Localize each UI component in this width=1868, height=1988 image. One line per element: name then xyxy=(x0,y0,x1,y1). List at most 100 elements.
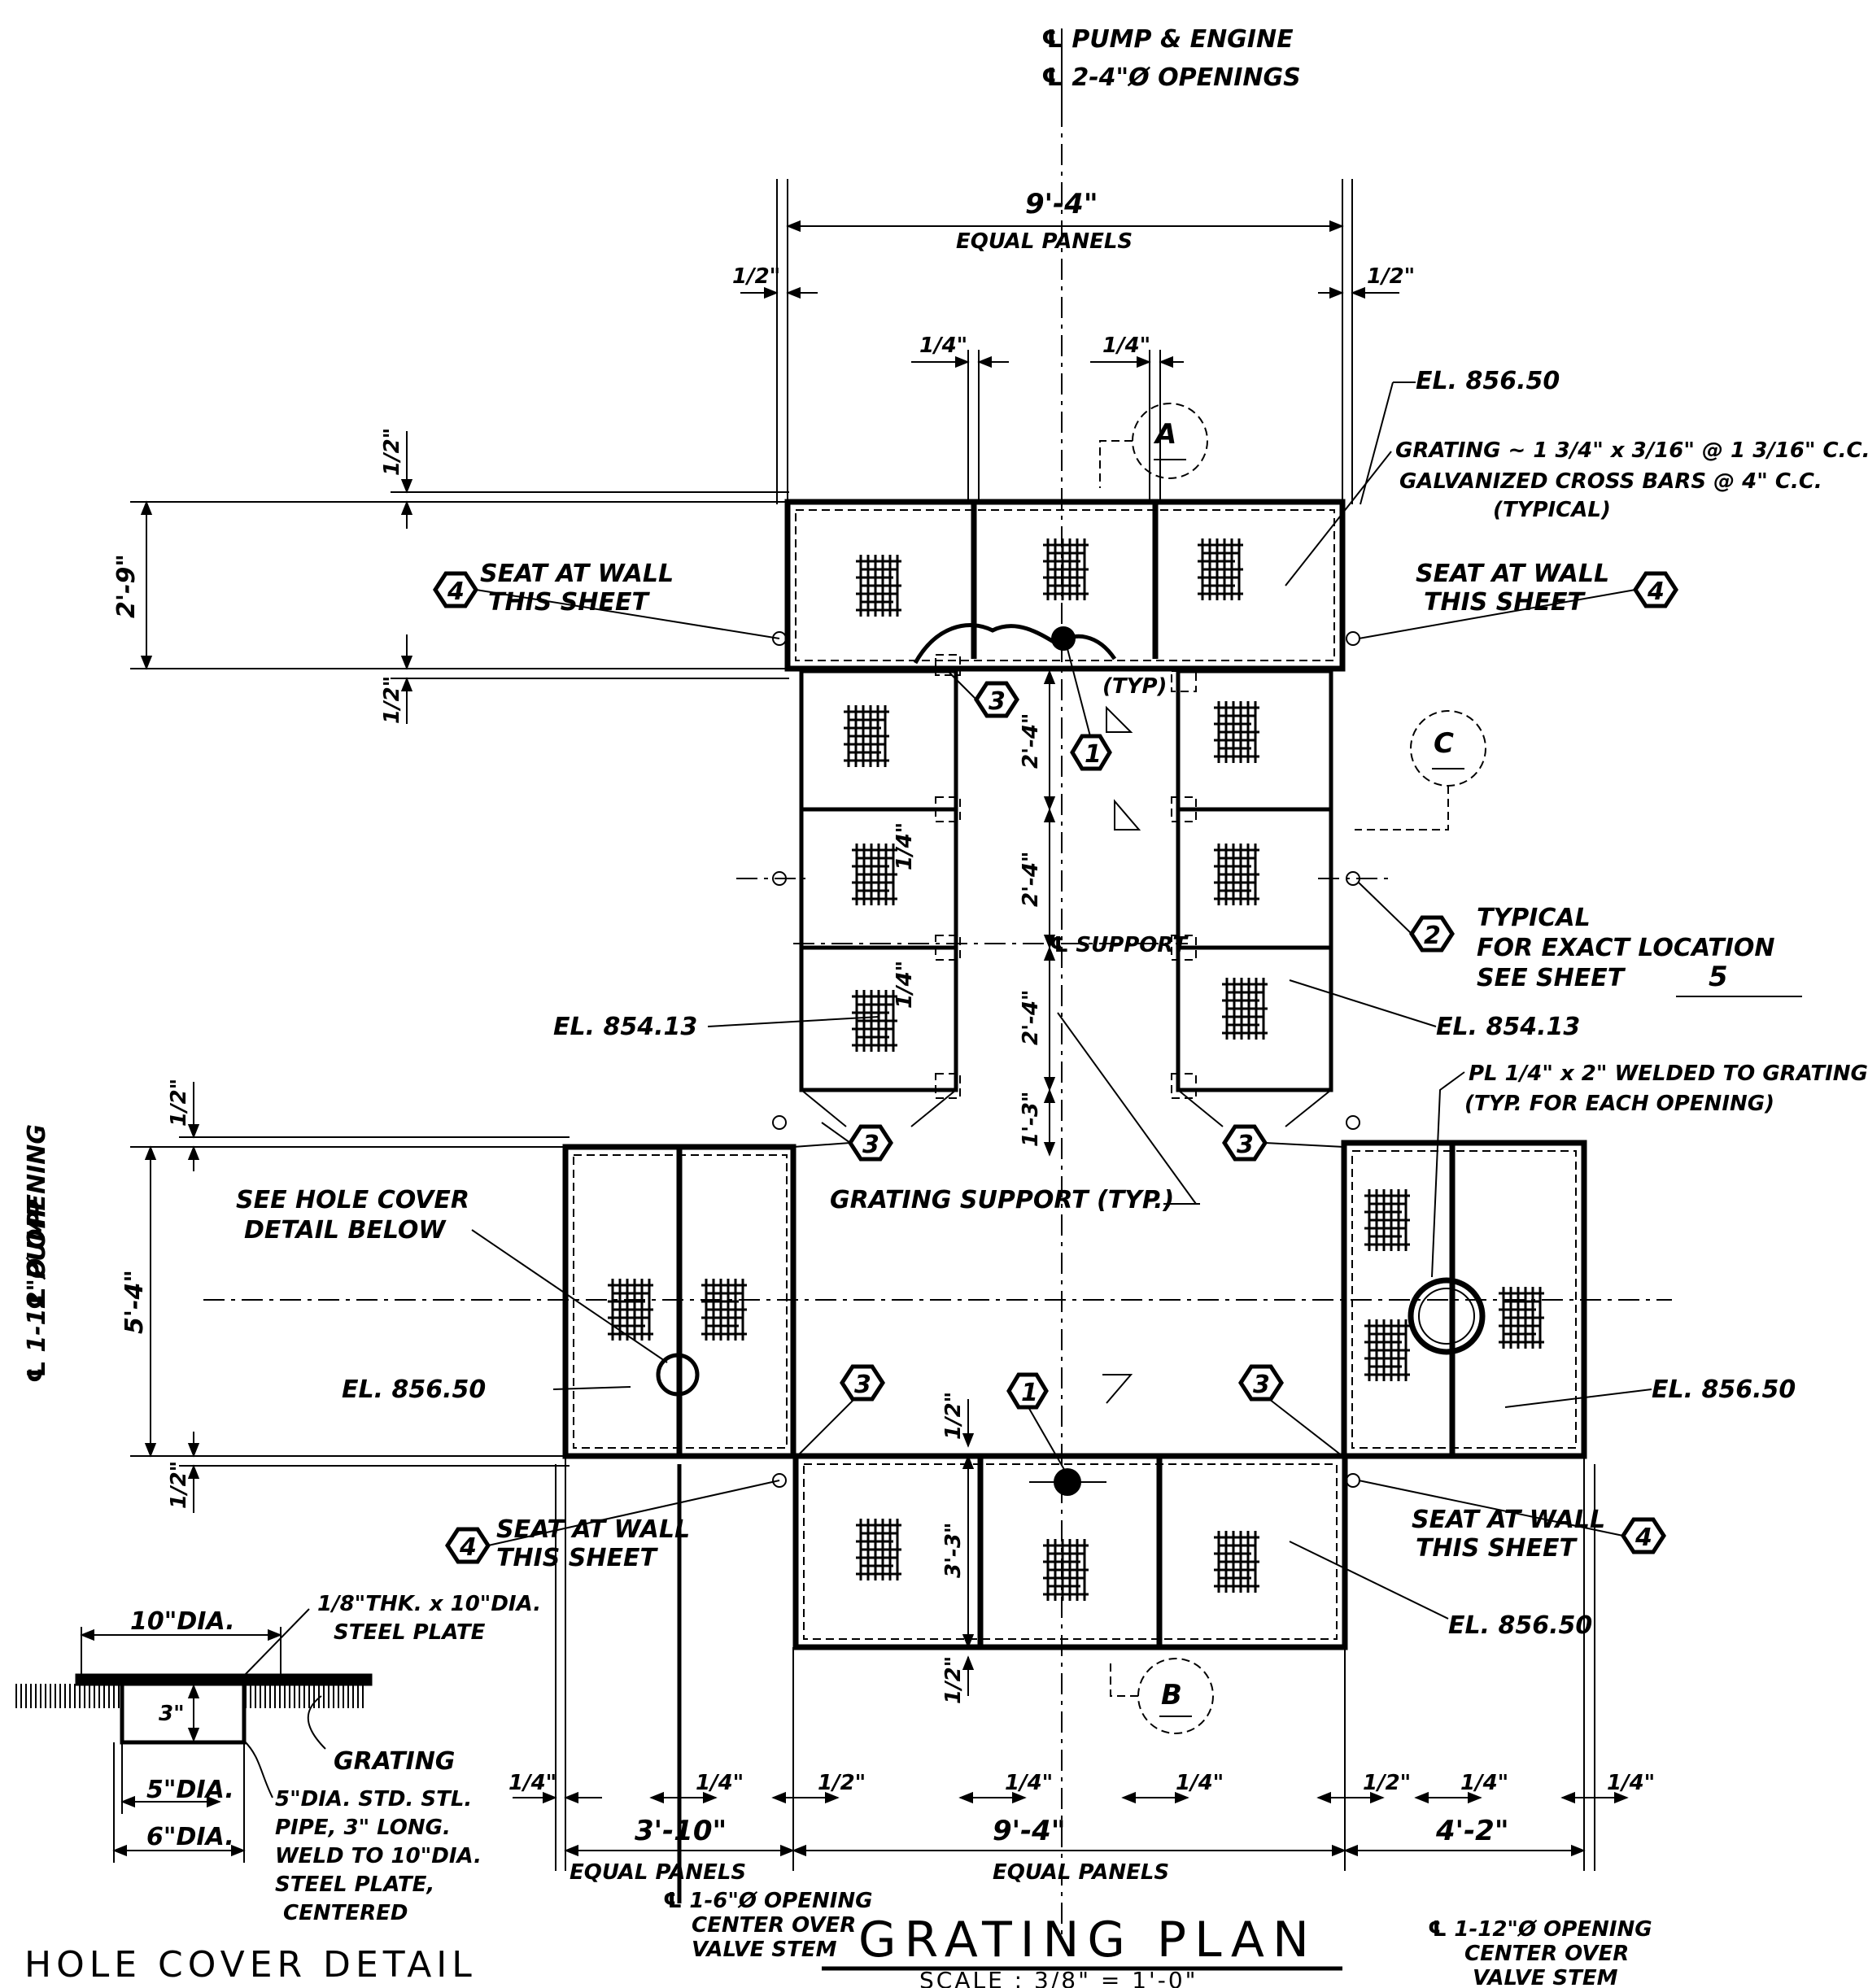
bottom-panel xyxy=(677,1453,1348,1903)
note-hole-2: DETAIL BELOW xyxy=(244,1216,447,1245)
detail-grating-hatch xyxy=(15,1684,364,1708)
support-seat-7 xyxy=(1171,935,1197,961)
right-panel xyxy=(1341,1140,1587,1459)
note-seat-tr-1: SEAT AT WALL xyxy=(1416,560,1609,588)
callout-3-d xyxy=(840,1364,885,1402)
dim-left-half-b-text: 1/2" xyxy=(167,1461,191,1509)
wall-seat-cr xyxy=(1346,1115,1360,1130)
broken-edge xyxy=(913,623,1117,665)
grating-hatch-mark xyxy=(856,1519,901,1580)
wall-seat-tr xyxy=(1346,631,1360,646)
note-el-mid-l: EL. 854.13 xyxy=(553,1013,697,1041)
leader-el-mid-l xyxy=(707,1016,879,1027)
dim-col-3-text: 2'-4" xyxy=(1019,990,1043,1045)
dim-bot-q8-text: 1/4" xyxy=(1607,1771,1655,1795)
dim-bot-q3-text: 1/2" xyxy=(818,1771,866,1795)
leader-plate-note xyxy=(243,1608,310,1676)
note-valve12-3: VALVE STEM xyxy=(1473,1966,1618,1988)
dim-bot-mid-text: 9'-4" xyxy=(993,1815,1066,1847)
dim-left-half-a-text: 1/2" xyxy=(167,1079,191,1127)
detail-inner-dia: 5"DIA. xyxy=(146,1776,234,1804)
callout-1-a-text: 1 xyxy=(1085,740,1102,769)
detail-pipe-4: STEEL PLATE, xyxy=(275,1872,434,1897)
wall-seat-ml xyxy=(772,871,787,886)
typ-label: (TYP) xyxy=(1102,674,1167,699)
support-seat-3 xyxy=(935,935,961,961)
hole-cover-left xyxy=(656,1353,700,1397)
detail-title: HOLE COVER DETAIL xyxy=(24,1944,477,1986)
section-c-leader xyxy=(1355,786,1449,831)
dim-bottom-half-b-text: 1/2" xyxy=(941,1656,966,1704)
dim-bot-q6-text: 1/2" xyxy=(1363,1771,1411,1795)
dim-bot-q7-text: 1/4" xyxy=(1460,1771,1508,1795)
dim-col-4-text: 1'-3" xyxy=(1019,1092,1043,1147)
callout-2-text: 2 xyxy=(1424,922,1441,950)
wall-seat-bl xyxy=(772,1473,787,1488)
note-plate-1: PL 1/4" x 2" WELDED TO GRATING xyxy=(1469,1062,1868,1086)
support-label: ℄ SUPPORT xyxy=(1050,933,1189,957)
section-a-label: A xyxy=(1153,418,1176,451)
support-seat-1 xyxy=(935,654,961,676)
note-seat-br-2: THIS SHEET xyxy=(1416,1534,1578,1563)
note-el-top: EL. 856.50 xyxy=(1416,367,1560,395)
section-flag-2 xyxy=(1114,799,1141,831)
grating-hatch-mark xyxy=(1364,1319,1410,1381)
dim-col-2-text: 2'-4" xyxy=(1019,852,1043,907)
callout-4-bl-text: 4 xyxy=(459,1533,477,1562)
support-seat-4 xyxy=(935,1073,961,1099)
callout-2 xyxy=(1409,915,1455,953)
leader-grating xyxy=(1285,451,1392,586)
grating-hatch-mark xyxy=(1043,538,1089,600)
note-typical-1: TYPICAL xyxy=(1477,904,1591,932)
middle-columns xyxy=(799,654,1333,1205)
leader-3a xyxy=(947,670,977,700)
dim-col-quarter-a: 1/4" xyxy=(893,822,917,870)
callout-4-br xyxy=(1621,1517,1666,1554)
note-typical-3: SEE SHEET xyxy=(1477,964,1626,992)
top-panel-outline xyxy=(784,499,1346,672)
leader-3e xyxy=(1268,1398,1343,1457)
leader-el-top xyxy=(1360,381,1394,505)
dim-quarter-a-text: 1/4" xyxy=(919,334,967,358)
note-valve12-2: CENTER OVER xyxy=(1464,1942,1629,1966)
note-seat-tl-2: THIS SHEET xyxy=(488,588,650,617)
note-valve6-2: CENTER OVER xyxy=(692,1913,856,1938)
right-col-panel-3 xyxy=(1176,945,1333,1092)
left-col-taper-a xyxy=(801,1089,847,1127)
dim-left-depth-text: 5'-4" xyxy=(120,1270,149,1334)
hole-cover-detail: 10"DIA. 1/8"THK. x 10"DIA. STEEL PLATE 3… xyxy=(15,1592,541,1986)
grating-hatch-mark xyxy=(1214,1531,1259,1593)
callout-3-e xyxy=(1238,1364,1284,1402)
left-cl-label-1: ℄ PUMP xyxy=(23,1199,51,1310)
dim-quarter-b-text: 1/4" xyxy=(1102,334,1150,358)
callout-3-a-text: 3 xyxy=(989,687,1006,716)
grating-hatch-mark xyxy=(852,990,897,1052)
grating-hatch-mark xyxy=(1198,538,1243,600)
dim-top-overall-text: 9'-4" xyxy=(1025,188,1098,220)
leader-hole-cover xyxy=(471,1229,668,1363)
note-el-bottom: EL. 856.50 xyxy=(1448,1611,1592,1640)
note-el-mid-r: EL. 854.13 xyxy=(1436,1013,1580,1041)
detail-pipe-1: 5"DIA. STD. STL. xyxy=(275,1787,472,1811)
detail-height: 3" xyxy=(159,1702,185,1726)
leaders xyxy=(471,381,1652,1620)
right-panel-inner xyxy=(1351,1150,1577,1449)
detail-pipe-3: WELD TO 10"DIA. xyxy=(275,1844,482,1868)
left-cl-label-2: ℄ 1-12"Ø OPENING xyxy=(23,1124,51,1383)
callout-1-a xyxy=(1070,734,1112,771)
note-hole-1: SEE HOLE COVER xyxy=(236,1186,469,1214)
callout-4-tl-text: 4 xyxy=(447,578,465,606)
grating-hatch-mark xyxy=(844,705,889,767)
detail-plate-dia: 10"DIA. xyxy=(130,1607,235,1636)
leader-3c xyxy=(1264,1142,1345,1148)
grating-hatch-mark xyxy=(1222,978,1268,1040)
dim-col-1-text: 2'-4" xyxy=(1019,713,1043,769)
note-grating-3: (TYPICAL) xyxy=(1493,498,1611,522)
leader-seat-tl xyxy=(475,589,780,639)
note-el-right: EL. 856.50 xyxy=(1652,1375,1796,1404)
note-seat-bl-2: THIS SHEET xyxy=(496,1544,658,1572)
callout-3-e-text: 3 xyxy=(1253,1371,1270,1399)
note-typical-sheet: 5 xyxy=(1709,961,1728,993)
opening-4in-top xyxy=(1051,626,1076,651)
